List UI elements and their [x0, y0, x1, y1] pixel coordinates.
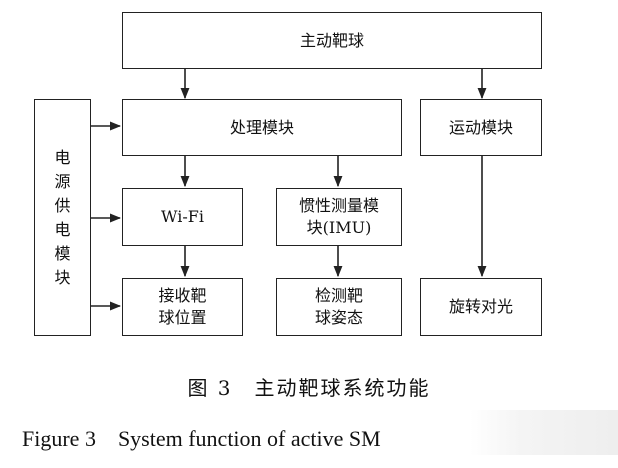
power-char-1: 电	[54, 147, 71, 167]
power-char-3: 供	[54, 195, 71, 215]
power-char-4: 电	[54, 219, 71, 239]
wifi-box: Wi-Fi	[122, 188, 243, 246]
watermark-fade	[470, 410, 618, 455]
processing-module-label: 处理模块	[229, 117, 294, 137]
active-ball-label: 主动靶球	[299, 30, 364, 50]
motion-module-box: 运动模块	[420, 99, 542, 156]
detect-label-line1: 检测靶	[314, 286, 363, 306]
power-char-6: 块	[54, 267, 71, 287]
figure-caption-cn: 图 3 主动靶球系统功能	[187, 376, 431, 400]
wifi-label: Wi-Fi	[161, 207, 204, 227]
rotate-align-label: 旋转对光	[448, 297, 513, 317]
imu-box: 惯性测量模 块(IMU)	[276, 188, 402, 246]
detect-attitude-box: 检测靶 球姿态	[276, 278, 402, 336]
imu-label-line2: 块(IMU)	[306, 218, 372, 237]
figure-caption-en: Figure 3 System function of active SM	[22, 426, 381, 451]
motion-module-label: 运动模块	[448, 117, 513, 137]
active-ball-box: 主动靶球	[122, 12, 542, 69]
receive-position-box: 接收靶 球位置	[122, 278, 243, 336]
power-char-2: 源	[54, 171, 71, 191]
imu-label-line1: 惯性测量模	[298, 196, 379, 216]
receive-label-line1: 接收靶	[158, 286, 207, 306]
receive-label-line2: 球位置	[158, 308, 207, 327]
detect-label-line2: 球姿态	[314, 308, 363, 327]
power-module-box: 电 源 供 电 模 块	[34, 99, 91, 336]
processing-module-box: 处理模块	[122, 99, 402, 156]
power-char-5: 模	[54, 243, 71, 263]
rotate-align-box: 旋转对光	[420, 278, 542, 336]
